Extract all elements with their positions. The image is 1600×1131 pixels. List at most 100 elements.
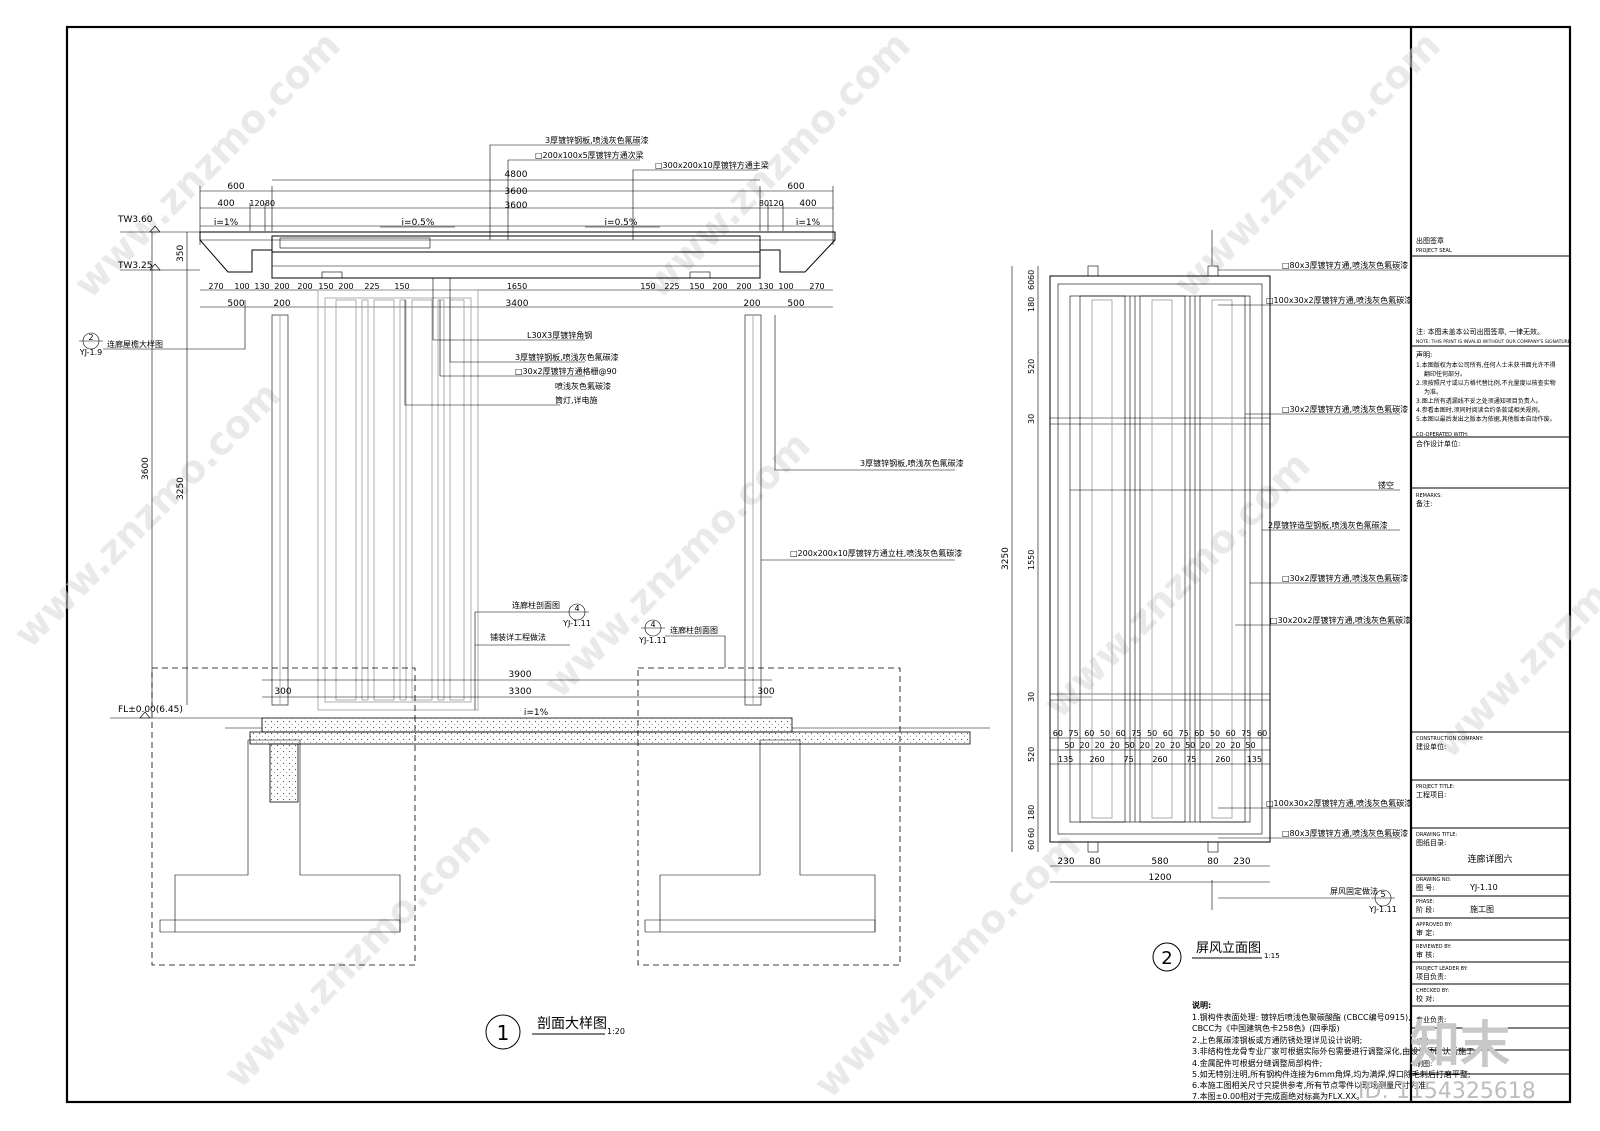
drawing-title: 屏风立面图 [1196,941,1261,956]
dim: 130 [254,282,269,291]
dim: 60 [1257,729,1267,738]
dim: 600 [787,182,804,192]
tb-label: 阶 段: [1416,905,1435,914]
dim: 600 [227,182,244,192]
tb-label: 审 核: [1416,950,1435,959]
dim: 400 [799,199,816,209]
tb-label: PHASE: [1416,899,1435,905]
dim: 20 [1230,741,1240,750]
dim: 200 [743,299,760,309]
dim: 3250 [176,477,186,500]
tb-label: 注: 本图未盖本公司出图签章, 一律无效。 [1416,327,1544,336]
callout-text: □30x2厚镀锌方通,喷浅灰色氟碳漆 [1282,573,1408,583]
callout-text: 连廊柱剖面图 [670,625,718,635]
dim: 80 [759,199,769,208]
dim: 130 [758,282,773,291]
dim: 150 [318,282,333,291]
watermark-text: www.znzmo.com [1425,483,1600,767]
drawing-title: 剖面大样图 [537,1016,607,1032]
dim: 300 [757,687,774,697]
tb-label: 建设单位: [1416,742,1446,751]
watermark-text: www.znzmo.com [1035,443,1319,727]
note-line: 3.非结构性龙骨专业厂家可根据实际外包需要进行调整深化,由设计师确认后施工; [1192,1046,1477,1056]
foundation-footing [269,743,299,803]
callout-text: L30X3厚镀锌角钢 [527,330,592,340]
dim: 135 [1247,755,1262,764]
note-line: 5.如无特别注明,所有钢构件连接为6mm角焊,均为满焊,焊口除毛刺后打磨平整; [1192,1069,1471,1079]
tb-drawing-no: YJ-1.10 [1469,883,1498,892]
note-line: 6.本施工图相关尺寸只提供参考,所有节点零件以现场测量尺寸为准; [1192,1080,1429,1090]
dim: 60 [1116,729,1126,738]
dim: 260 [1152,755,1167,764]
dim: 20 [1095,741,1105,750]
note-line: 4.金属配件可根据分缝调整局部构件; [1192,1058,1322,1068]
callout-text: 连廊屋檐大样图 [107,339,163,349]
dim: 200 [712,282,727,291]
callout-text: □300x200x10厚镀锌方通主梁 [655,160,769,170]
tb-label: PROJECT LEADER BY: [1416,966,1468,972]
tb-label: NOTE: THIS PRINT IS INVALID WITHOUT OUR … [1416,339,1572,345]
callout-text: 连廊柱剖面图 [512,600,560,610]
dim: 270 [809,282,824,291]
callout-text: □30x2厚镀锌方通格栅@90 [515,366,617,376]
tb-statement: 2.须按照尺寸或以方格代替比例,不允量度以核查实物 [1416,379,1556,387]
dim: 3600 [505,187,528,197]
callout-text: □80x3厚镀锌方通,喷浅灰色氟碳漆 [1282,260,1408,270]
tb-label: 设计: [1416,1037,1432,1046]
tb-label: 项目负责: [1416,972,1446,981]
tb-drawing-title: 连廊详图六 [1467,853,1512,865]
dim: 60 [1163,729,1173,738]
dim: 500 [787,299,804,309]
dim: 230 [1233,857,1250,867]
tb-label: REMARKS: [1416,493,1442,499]
dim: 50 [1125,741,1135,750]
level-label: TW3.25 [117,261,152,271]
callout-text: 3厚镀锌钢板,喷浅灰色氟碳漆 [860,458,964,468]
dim: 30 [1027,692,1036,702]
tb-label: 声明: [1416,350,1432,359]
dim: 50 [1100,729,1110,738]
dim: 60 [1027,280,1036,290]
dim: 60 [1053,729,1063,738]
section-drawing: 600 4800 600 3600 400 120 80 3600 80 120… [79,135,990,1050]
tb-statement: 3.图上所有透漏线不妥之处须通知项目负责人。 [1416,397,1542,405]
callout-text: 铺装详工程做法 [490,632,546,642]
dim: 3250 [1001,547,1011,570]
drawing-scale: 1:15 [1264,952,1280,960]
tb-phase: 施工图 [1470,904,1494,914]
tb-label: 合作设计单位: [1416,439,1460,448]
dim: 230 [1057,857,1074,867]
watermark-text: www.znzmo.com [65,23,349,307]
dim: 60 [1226,729,1236,738]
dim: 225 [364,282,379,291]
tb-statement: 为准。 [1424,388,1442,396]
dim: 520 [1027,747,1036,762]
tb-statement: 5.本图以最后发出之版本为依据,其他版本自动作废。 [1416,415,1556,423]
ref-sheet: YJ-1.9 [79,348,103,357]
dim: 20 [1080,741,1090,750]
dim: 225 [664,282,679,291]
tb-label: PROJECT SEAL [1416,248,1452,254]
title-block: 出图签章 PROJECT SEAL 注: 本图未盖本公司出图签章, 一律无效。 … [1411,236,1572,1075]
slope-label: i=1% [214,218,239,228]
dim: 100 [778,282,793,291]
callout-text: □30x2厚镀锌方通,喷浅灰色氟碳漆 [1282,404,1408,414]
callout-text: □200x200x10厚镀锌方通立柱,喷浅灰色氟碳漆 [790,548,962,558]
general-notes: 说明: 1.钢构件表面处理: 镀锌后喷浅色聚碳酸酯 (CBCC编号0915), … [1192,1000,1477,1101]
dim: 300 [274,687,291,697]
dim: 180 [1027,297,1036,312]
dim: 1550 [1027,550,1036,570]
ref-sheet: YJ-1.11 [1368,905,1397,914]
dim: 260 [1215,755,1230,764]
dim: 50 [1064,741,1074,750]
dim: 3600 [141,457,151,480]
dim: 20 [1110,741,1120,750]
slope-label: i=0.5% [605,218,638,228]
note-line: 7.本图±0.00相对于完成面绝对标高为FLX.XX。 [1192,1091,1364,1101]
dim: 75 [1179,729,1189,738]
callout-text: 喷浅灰色氟碳漆 [555,381,611,391]
sheet-border [65,25,1572,1104]
watermark-text: www.znzmo.com [805,823,1089,1107]
dim: 120 [249,199,264,208]
dim: 4800 [505,170,528,180]
